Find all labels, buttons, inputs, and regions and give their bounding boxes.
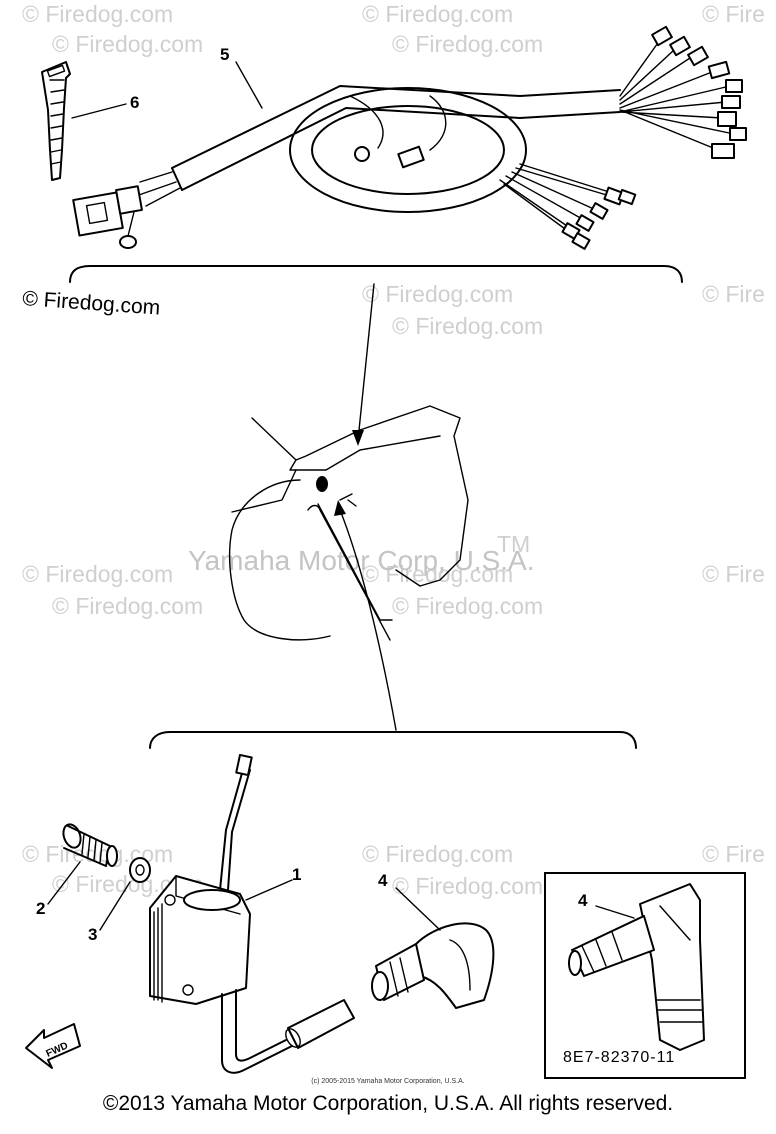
watermark-firedog: © Firedog.com: [52, 31, 203, 57]
washer-part-3: [129, 857, 151, 883]
lower-group-bracket: [149, 731, 637, 749]
watermark-firedog: © Firedog.com: [392, 31, 543, 57]
watermark-firedog: © Fire: [702, 561, 765, 587]
watermark-firedog: © Firedog.com: [22, 1, 173, 27]
watermark-firedog: © Fire: [702, 1, 765, 27]
leader-2: [47, 861, 81, 905]
callout-6: 6: [130, 93, 139, 112]
fwd-arrow-icon: FWD: [25, 1023, 81, 1069]
pointer-to-cdi: [339, 509, 397, 731]
watermark-firedog: © Firedog.com: [362, 841, 513, 867]
ignition-coil-part-1: [149, 753, 355, 1074]
watermark-firedog: © Fire: [702, 841, 765, 867]
leader-6: [71, 103, 127, 119]
motorcycle-outline: [228, 405, 469, 641]
watermark-firedog: © Firedog.com: [392, 593, 543, 619]
callout-1: 1: [292, 865, 301, 884]
watermark-firedog-dark: © Firedog.com: [22, 287, 161, 320]
watermark-firedog: © Firedog.com: [52, 593, 203, 619]
watermark-firedog: © Firedog.com: [392, 313, 543, 339]
upper-group-bracket: [69, 265, 683, 283]
leader-5: [235, 61, 263, 109]
wire-harness-part-5: [72, 25, 747, 250]
callout-2: 2: [36, 899, 45, 918]
pointer-arrowhead-up: [334, 500, 346, 516]
cable-tie-part-6: [41, 61, 71, 181]
watermark-firedog: © Firedog.com: [362, 281, 513, 307]
watermark-yamaha: Yamaha Motor Corp, U.S.A.: [188, 545, 535, 576]
watermark-firedog: © Firedog.com: [362, 561, 513, 587]
watermark-firedog: © Firedog.com: [362, 1, 513, 27]
pointer-arrowhead: [352, 430, 364, 446]
bolt-part-2: [62, 823, 118, 867]
watermark-firedog: © Fire: [702, 281, 765, 307]
pointer-to-harness: [357, 283, 375, 441]
spark-plug-cap-part-4: [371, 922, 495, 1009]
leader-1: [245, 879, 293, 901]
watermark-layer: © Firedog.com © Firedog.com © Firedog.co…: [22, 1, 765, 899]
watermark-firedog: © Firedog.com: [22, 561, 173, 587]
watermark-tm: TM: [497, 531, 530, 557]
main-copyright: ©2013 Yamaha Motor Corporation, U.S.A. A…: [102, 1092, 674, 1115]
leader-4: [395, 887, 441, 931]
callout-4-inset: 4: [578, 891, 588, 910]
watermark-firedog: © Firedog.com: [392, 873, 543, 899]
callout-4: 4: [378, 871, 388, 890]
leader-4-inset: [595, 905, 635, 919]
callout-5: 5: [220, 45, 229, 64]
inset-variant-box: [544, 872, 746, 1079]
small-copyright: (c) 2005-2015 Yamaha Motor Corporation, …: [311, 1078, 465, 1085]
callout-3: 3: [88, 925, 97, 944]
inset-part-code: 8E7-82370-11: [563, 1049, 675, 1066]
leader-3: [99, 881, 131, 931]
